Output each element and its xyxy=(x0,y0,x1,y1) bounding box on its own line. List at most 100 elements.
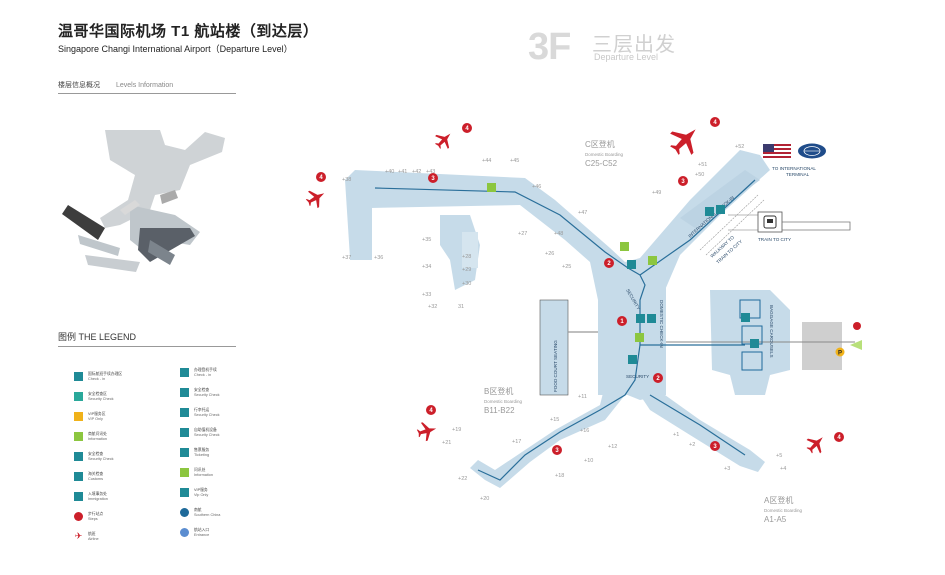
pin-icon xyxy=(74,512,83,521)
security-check-icon xyxy=(627,260,636,269)
pier-a-cn: A区登机 xyxy=(764,495,793,505)
gate-label: +49 xyxy=(652,190,661,196)
south-icon xyxy=(180,508,189,517)
svg-text:3: 3 xyxy=(431,176,435,182)
gate-label: +25 xyxy=(562,264,571,270)
entrance-marker-icon xyxy=(850,322,862,350)
gate-label: +12 xyxy=(608,444,617,450)
gate-label: +41 xyxy=(398,169,407,175)
box-icon xyxy=(74,392,83,401)
legend-label-cn: 安全检查区 xyxy=(88,392,107,396)
legend-label-cn: VIP服务区 xyxy=(88,412,106,416)
legend-label-en: Airline xyxy=(88,537,99,541)
legend-label-cn: VIP服务 xyxy=(194,488,208,492)
gate-label: +3 xyxy=(724,466,730,472)
levels-info-title-cn: 楼层信息概况 xyxy=(58,82,100,89)
legend-label-cn: 问讯处 xyxy=(194,468,206,472)
legend-label-cn: 商航问讯处 xyxy=(88,432,107,436)
gate-label: +18 xyxy=(555,473,564,479)
legend-label-cn: 售票服务 xyxy=(194,448,210,452)
step-pin-2: 2 xyxy=(604,258,614,268)
svg-text:P: P xyxy=(838,351,842,357)
walkway-lines xyxy=(568,194,855,343)
food-court-label: FOOD COURT SEATING xyxy=(553,340,558,392)
baggage-icon xyxy=(741,313,750,322)
legend-label-en: Information xyxy=(88,437,107,441)
gate-label: +2 xyxy=(689,442,695,448)
checkin-icon xyxy=(647,314,656,323)
airplane-icon xyxy=(663,118,707,162)
legend-label-en: Security Check xyxy=(194,433,220,437)
gate-label: +34 xyxy=(422,264,431,270)
pier-b-cn: B区登机 xyxy=(484,386,513,396)
parking-icon: P xyxy=(835,347,845,357)
info-icon xyxy=(487,183,496,192)
service-icons[interactable] xyxy=(487,183,759,364)
svg-text:4: 4 xyxy=(319,175,323,181)
levels-info-header: 楼层信息概况 Levels Information xyxy=(58,80,236,94)
immigration-icon xyxy=(74,492,83,501)
legend-label-en: Security Check xyxy=(194,393,220,397)
svg-text:3: 3 xyxy=(681,179,685,185)
legend-label-en: Immigration xyxy=(88,497,108,501)
gate-label: +28 xyxy=(462,254,471,260)
airplane-icon xyxy=(415,419,439,443)
gate-label: +27 xyxy=(518,231,527,237)
step-pin-4: 4 xyxy=(710,117,720,127)
baggage-carousels xyxy=(739,299,763,371)
plane-icon: ✈ xyxy=(74,531,83,541)
legend-label-cn: 行李托运 xyxy=(194,408,210,412)
box-icon xyxy=(74,412,83,421)
legend-label-en: Information xyxy=(194,473,213,477)
gate-label: +21 xyxy=(442,440,451,446)
gate-label: +36 xyxy=(374,255,383,261)
security-icon xyxy=(74,452,83,461)
legend-label-en: Customs xyxy=(88,477,103,481)
pier-labels: C区登机 Domestic Boarding C25-C52 B区登机 Dome… xyxy=(484,139,803,524)
pier-a-en: Domestic Boarding xyxy=(764,508,803,513)
legend-label-en: Security Check xyxy=(194,413,220,417)
customs-icon xyxy=(74,472,83,481)
svg-text:4: 4 xyxy=(837,435,841,441)
step-pin-3: 3 xyxy=(678,176,688,186)
step-markers[interactable]: 1 2 2 3 3 3 3 4 4 4 4 4 xyxy=(316,117,844,455)
gate-label: +32 xyxy=(428,304,437,310)
step-pin-1: 1 xyxy=(617,316,627,326)
legend-label-en: Security Check xyxy=(88,397,114,401)
box-icon xyxy=(74,372,83,381)
security-check-icon xyxy=(628,355,637,364)
step-pin-3: 3 xyxy=(552,445,562,455)
security-icon xyxy=(180,388,189,397)
legend-label-cn: 安全检查 xyxy=(88,452,104,456)
checkin-icon xyxy=(636,314,645,323)
kiosk-icon xyxy=(180,428,189,437)
levels-overview-map xyxy=(62,130,225,272)
legend-label-cn: 南航 xyxy=(194,508,202,512)
gate-label: +48 xyxy=(554,231,563,237)
airplane-icon xyxy=(303,185,329,211)
gate-label: +50 xyxy=(695,172,704,178)
svg-text:4: 4 xyxy=(429,408,433,414)
gate-labels: +38 +40 +41 +42 +43 +44 +45 +46 +47 +48 … xyxy=(342,144,786,502)
to-international-label: TO INTERNATIONAL xyxy=(772,166,816,171)
legend-label-cn: 航站入口 xyxy=(194,528,210,532)
svg-text:4: 4 xyxy=(465,126,469,132)
info-icon xyxy=(180,468,189,477)
train-to-city-label: TRAIN TO CITY xyxy=(758,237,791,242)
gate-label: +5 xyxy=(776,453,782,459)
svg-text:2: 2 xyxy=(607,261,611,267)
map-title-en: Singapore Changi International Airport（D… xyxy=(58,44,293,54)
gate-label: +19 xyxy=(452,427,461,433)
pier-c-gates: C25-C52 xyxy=(585,159,618,168)
gate-label: +38 xyxy=(342,177,351,183)
